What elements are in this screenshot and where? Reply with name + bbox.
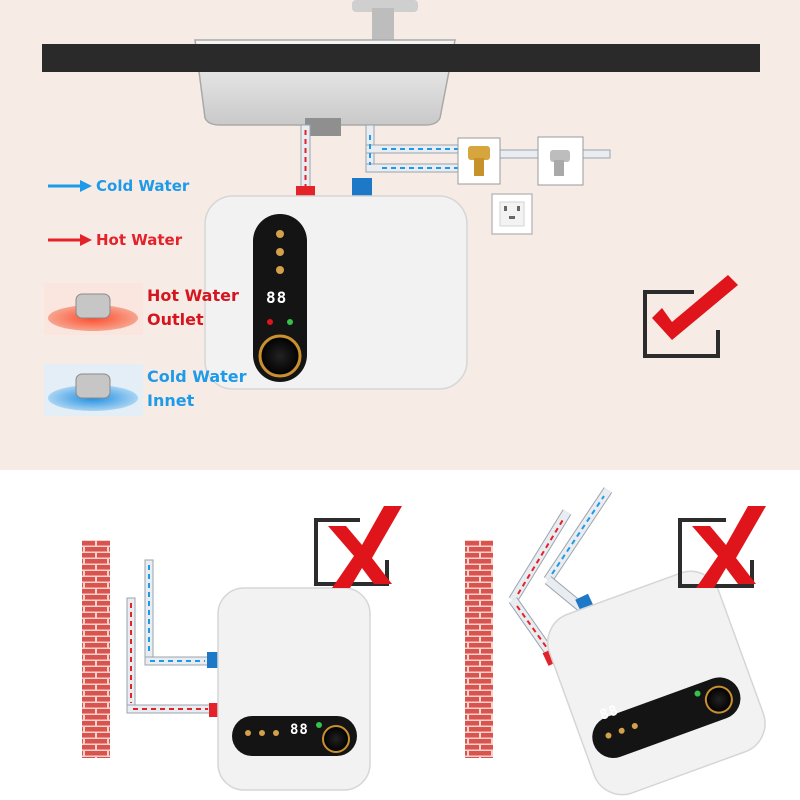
legend-cold-water: Cold Water (96, 177, 190, 195)
hot-water-outlet-thumbnail (44, 283, 143, 335)
valve-icon (537, 136, 584, 186)
countertop (42, 44, 760, 72)
hot-water-outlet-label: Hot Water Outlet (147, 286, 239, 329)
water-heater-wrong-left (217, 587, 371, 791)
cross-mark-icon (678, 506, 766, 588)
cold-water-pipe (365, 124, 611, 173)
heater-display-main: 88 (266, 288, 288, 307)
heater-display-left: 88 (290, 722, 309, 738)
water-heater-wrong-right (547, 570, 766, 796)
legend-hot-water: Hot Water (96, 231, 183, 249)
cold-water-arrow-icon (48, 180, 92, 192)
cross-mark-icon (314, 506, 402, 588)
cold-inlet-fitting (352, 178, 372, 196)
hot-water-arrow-icon (48, 234, 92, 246)
hot-outlet-line2: Outlet (147, 310, 204, 330)
cold-water-inlet-label: Cold Water Innet (147, 367, 247, 410)
water-heater-main (204, 195, 468, 390)
hot-outlet-line1: Hot Water (147, 286, 239, 305)
tee-fitting-icon (457, 137, 501, 185)
brick-wall-right (465, 540, 493, 758)
cold-water-inlet-thumbnail (44, 364, 143, 416)
faucet-icon (352, 0, 418, 42)
check-mark-icon (643, 275, 738, 358)
cold-inlet-line2: Innet (147, 391, 195, 411)
brick-wall-left (82, 540, 110, 758)
power-socket-icon (491, 193, 533, 235)
cold-inlet-line1: Cold Water (147, 367, 247, 386)
